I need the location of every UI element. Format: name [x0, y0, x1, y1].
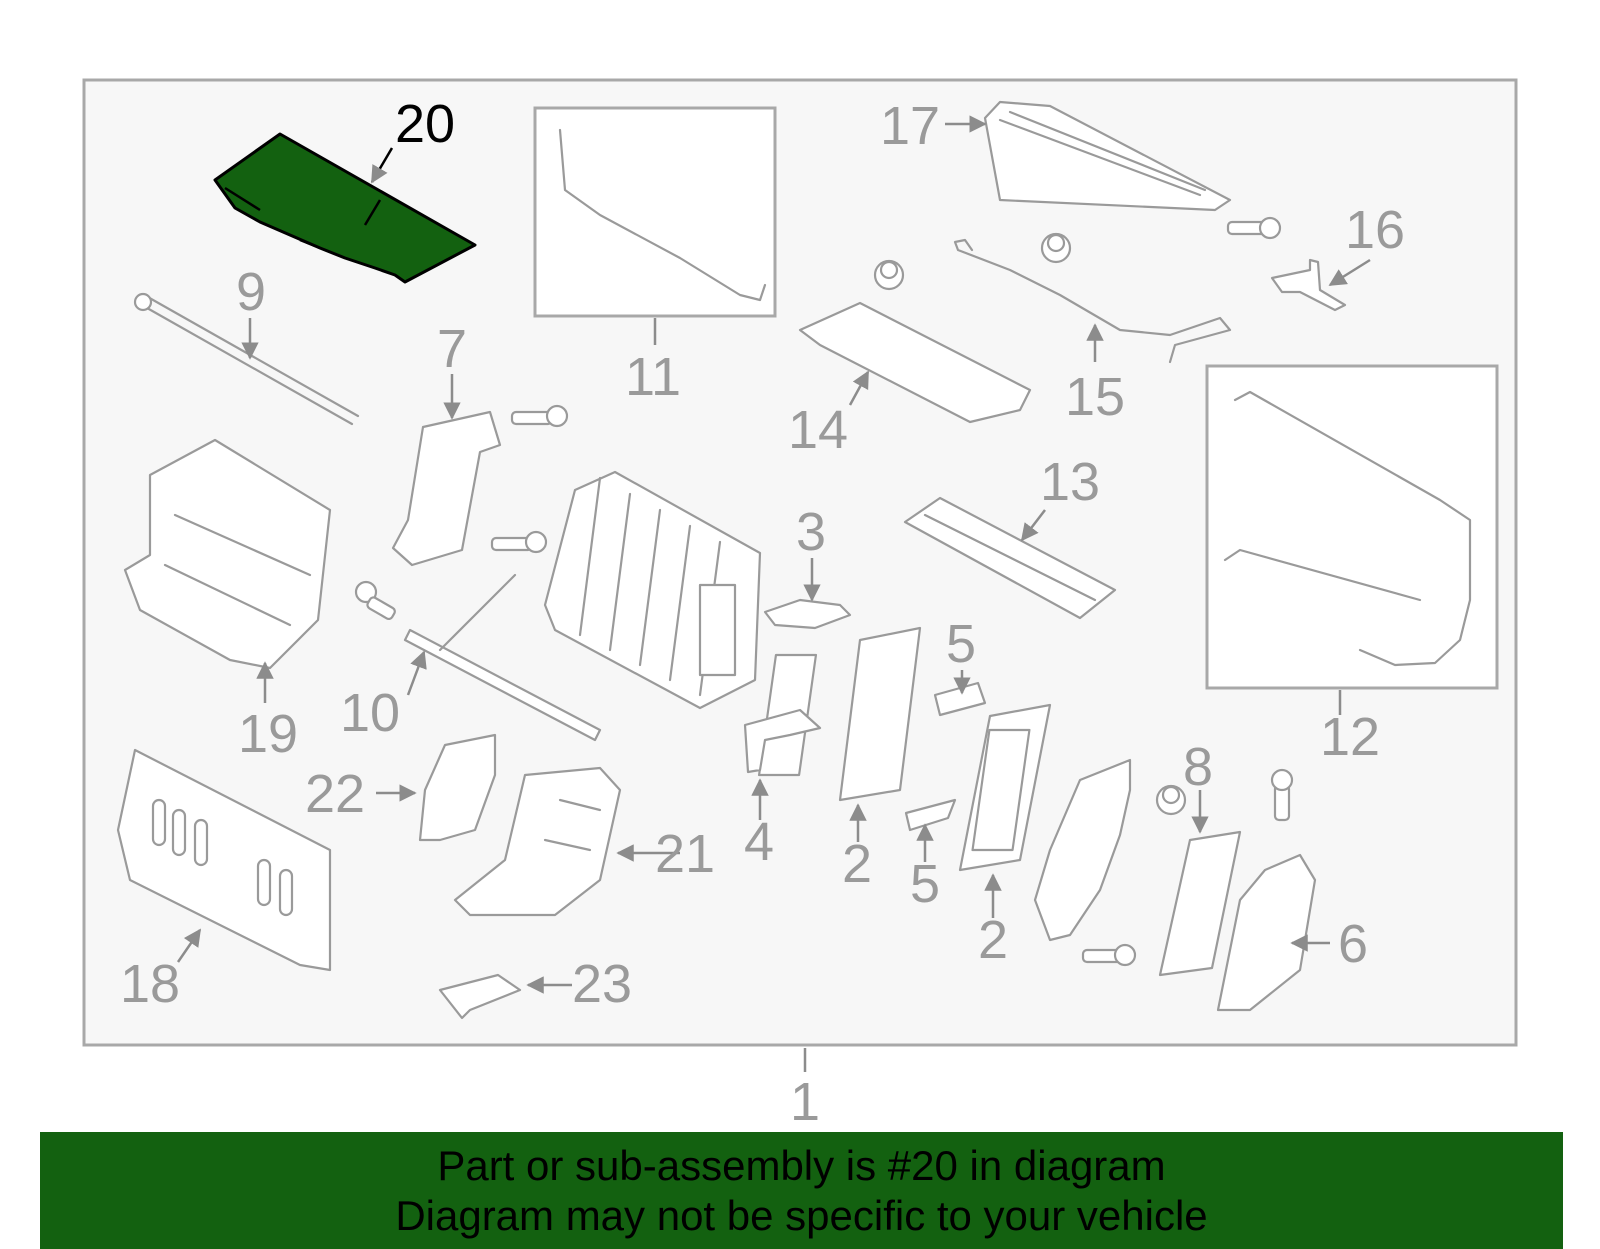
part-10 [403, 628, 602, 742]
callout-22: 22 [305, 764, 365, 824]
bolt-6 [1081, 943, 1137, 967]
callout-2-a: 2 [842, 834, 872, 894]
callout-7: 7 [437, 319, 467, 379]
battery-module [543, 470, 762, 710]
callout-16: 16 [1345, 200, 1405, 260]
callout-2-b: 2 [978, 910, 1008, 970]
bolt-4 [354, 580, 396, 621]
part-11 [558, 128, 767, 302]
part-2-b [958, 703, 1052, 872]
callout-13: 13 [1040, 452, 1100, 512]
callout-10: 10 [340, 683, 400, 743]
part-16 [1270, 258, 1347, 312]
nut-2 [1040, 232, 1072, 264]
nut-3 [1155, 784, 1187, 816]
bolt-3 [490, 530, 548, 554]
callout-19: 19 [238, 704, 298, 764]
bolt-1 [1226, 216, 1282, 240]
info-banner: Part or sub-assembly is #20 in diagram D… [40, 1132, 1563, 1249]
bolt-2 [510, 404, 569, 428]
controller-module [1033, 758, 1132, 942]
part-5-b [904, 798, 957, 832]
part-4 [743, 708, 822, 774]
callout-18: 18 [120, 954, 180, 1014]
part-8 [1158, 830, 1242, 977]
callout-12: 12 [1320, 707, 1380, 767]
callout-8: 8 [1183, 737, 1213, 797]
nut-1 [873, 259, 905, 291]
leader-lines [176, 115, 1371, 1072]
part-18 [116, 748, 332, 972]
part-22 [418, 733, 497, 842]
banner-line-2: Diagram may not be specific to your vehi… [395, 1191, 1208, 1239]
callout-5-b: 5 [910, 854, 940, 914]
subbox-11 [533, 106, 777, 318]
callout-4: 4 [744, 812, 774, 872]
bolt-5 [1270, 768, 1294, 822]
callout-14: 14 [788, 400, 848, 460]
part-15 [953, 238, 1232, 364]
part-12 [1223, 390, 1472, 667]
part-19 [123, 438, 332, 670]
part-7 [391, 410, 502, 567]
callout-3: 3 [796, 502, 826, 562]
callout-20: 20 [395, 94, 455, 154]
part-20[interactable] [213, 132, 477, 284]
part-14 [798, 301, 1032, 424]
part-6 [1216, 853, 1317, 1012]
banner-line-1: Part or sub-assembly is #20 in diagram [437, 1141, 1166, 1189]
callout-5-a: 5 [946, 614, 976, 674]
callout-9: 9 [236, 262, 266, 322]
callout-17: 17 [880, 96, 940, 156]
part-23 [438, 973, 522, 1020]
callout-21: 21 [655, 824, 715, 884]
callout-11: 11 [625, 347, 681, 407]
callout-6: 6 [1338, 914, 1368, 974]
callout-15: 15 [1065, 367, 1125, 427]
callout-1: 1 [790, 1072, 820, 1132]
part-3 [763, 598, 852, 630]
subbox-12 [1205, 364, 1499, 690]
callout-23: 23 [572, 954, 632, 1014]
parts-diagram: 20 17 16 9 11 15 14 7 13 3 5 10 19 12 8 … [82, 78, 1518, 1132]
